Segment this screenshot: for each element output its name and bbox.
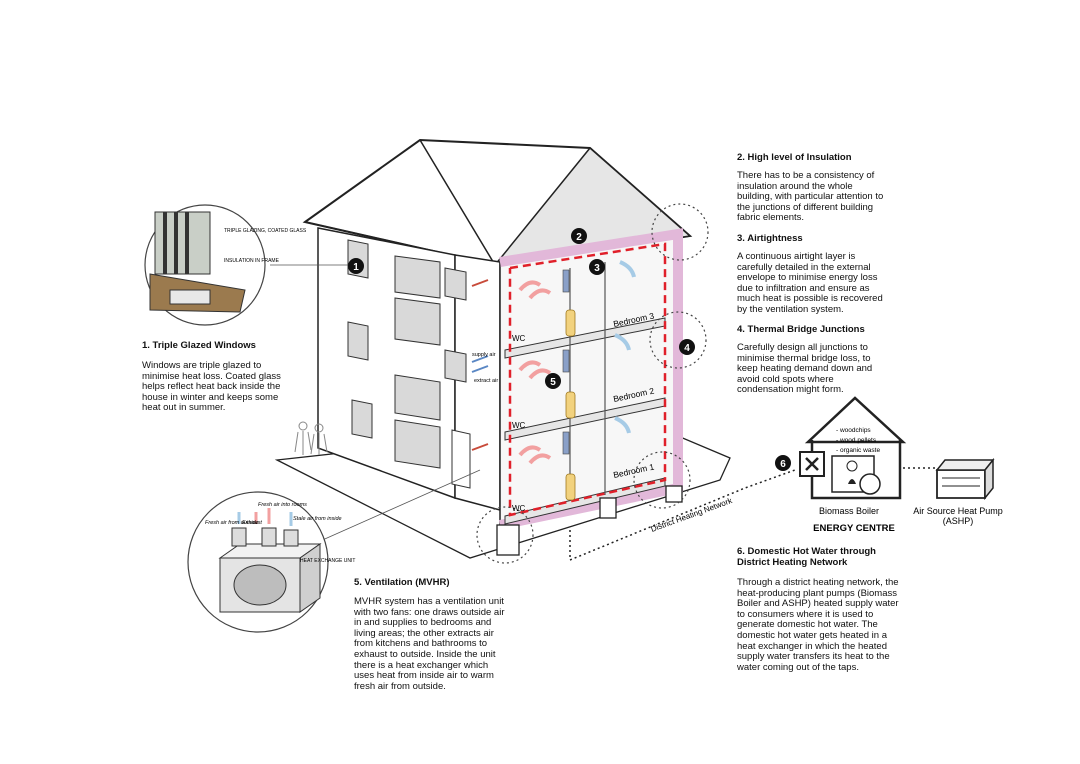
biomass-boiler-label: Biomass Boiler xyxy=(819,506,879,516)
ashp-label: Air Source Heat Pump xyxy=(913,506,1003,516)
section-title: 6. Domestic Hot Water through District H… xyxy=(737,546,876,568)
svg-text:2: 2 xyxy=(576,232,582,243)
fresh-outside-label: Fresh air from outside xyxy=(205,520,259,526)
section-title: 2. High level of Insulation xyxy=(737,152,852,163)
svg-text:5: 5 xyxy=(550,377,556,388)
fuel-woodchips: - woodchips xyxy=(836,427,871,434)
section-title: 1. Triple Glazed Windows xyxy=(142,340,256,351)
svg-text:3: 3 xyxy=(594,263,600,274)
section-body: A continuous airtight layer is carefully… xyxy=(737,251,883,315)
wc-label-2: WC xyxy=(512,421,526,430)
svg-text:1: 1 xyxy=(353,262,359,273)
section-title: 4. Thermal Bridge Junctions xyxy=(737,324,865,335)
glazing-label: TRIPLE GLAZING, COATED GLASS xyxy=(224,228,307,234)
exhaust-label: Exhaust xyxy=(242,520,262,526)
marker-5: 5 xyxy=(545,373,561,389)
marker-4: 4 xyxy=(679,339,695,355)
heat-exchange-unit-label: HEAT EXCHANGE UNIT xyxy=(300,558,355,564)
airtight-layer xyxy=(508,242,667,517)
section-body: MVHR system has a ventilation unit with … xyxy=(354,596,505,692)
marker-3: 3 xyxy=(589,259,605,275)
section-title: 5. Ventilation (MVHR) xyxy=(354,577,450,588)
section-triple-glazing: 1. Triple Glazed Windows Windows are tri… xyxy=(142,340,292,414)
supply-air-label: supply air xyxy=(472,352,496,358)
frame-insulation-label: INSULATION IN FRAME xyxy=(224,258,280,264)
section-body: Carefully design all junctions to minimi… xyxy=(737,342,873,396)
section-thermal-bridges: 4. Thermal Bridge Junctions Carefully de… xyxy=(737,324,892,396)
section-ventilation: 5. Ventilation (MVHR) MVHR system has a … xyxy=(354,577,509,692)
section-insulation: 2. High level of Insulation There has to… xyxy=(737,152,887,224)
ashp-abbr-label: (ASHP) xyxy=(943,516,974,526)
insulation-layer xyxy=(498,228,683,530)
district-heating-label: District Heating Network xyxy=(650,496,735,534)
section-title: 3. Airtightness xyxy=(737,233,803,244)
energy-centre-title: ENERGY CENTRE xyxy=(813,523,895,534)
fresh-rooms-label: Fresh air into rooms xyxy=(258,502,307,508)
section-airtightness: 3. Airtightness A continuous airtight la… xyxy=(737,233,892,316)
marker-6: 6 xyxy=(775,455,791,471)
fuel-pellets: - wood pellets xyxy=(836,437,877,444)
ashp-unit xyxy=(935,457,995,501)
section-body: Through a district heating network, the … xyxy=(737,577,899,673)
svg-text:6: 6 xyxy=(780,459,786,470)
fuel-waste: - organic waste xyxy=(836,447,880,454)
marker-1: 1 xyxy=(348,258,364,274)
section-body: There has to be a consistency of insulat… xyxy=(737,170,884,224)
wc-label-1: WC xyxy=(512,504,526,513)
section-hot-water: 6. Domestic Hot Water through District H… xyxy=(737,546,907,673)
wc-label-3: WC xyxy=(512,334,526,343)
extract-air-label: extract air xyxy=(474,378,498,384)
marker-2: 2 xyxy=(571,228,587,244)
stale-air-label: Stale air from inside xyxy=(293,516,342,522)
section-body: Windows are triple glazed to minimise he… xyxy=(142,360,281,414)
svg-text:4: 4 xyxy=(684,343,690,354)
